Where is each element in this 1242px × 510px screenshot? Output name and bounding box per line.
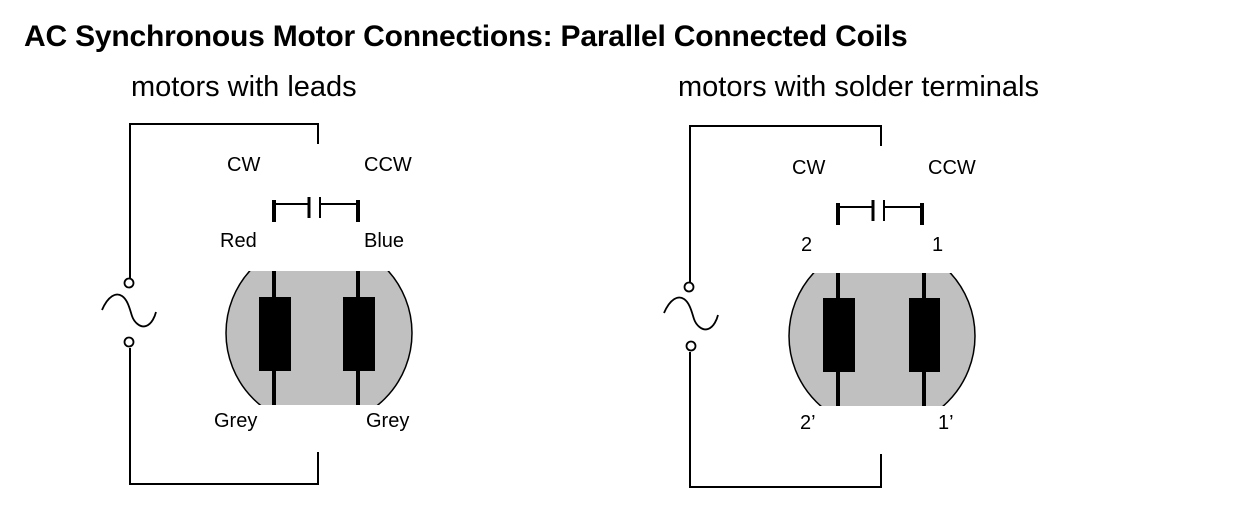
switch-label-ccw: CCW xyxy=(364,154,412,176)
terminal-label-1-prime: 1’ xyxy=(938,412,954,434)
terminal-label-red: Red xyxy=(220,230,257,252)
terminal-label-1: 1 xyxy=(932,234,943,256)
direction-switch[interactable] xyxy=(272,197,360,222)
diagram-solder-terminals: CW CCW 2 1 2’ 1’ xyxy=(663,125,976,488)
source-terminal-bottom xyxy=(123,336,135,348)
motor-body xyxy=(225,271,413,405)
terminal-label-2: 2 xyxy=(801,234,812,256)
motor-body xyxy=(788,273,976,406)
terminal-label-blue: Blue xyxy=(364,230,404,252)
supply-wire-top xyxy=(689,125,882,282)
switch-label-cw: CW xyxy=(227,154,260,176)
source-terminal-bottom xyxy=(685,340,697,352)
diagram-leads: CW CCW Red Blue Grey Grey xyxy=(101,123,413,485)
source-terminal-top xyxy=(683,281,695,293)
page-title: AC Synchronous Motor Connections: Parall… xyxy=(24,20,908,53)
supply-wire-bottom xyxy=(129,348,319,485)
terminal-label-grey-left: Grey xyxy=(214,410,257,432)
coil-right xyxy=(909,298,940,372)
sine-wave-icon xyxy=(101,293,157,328)
direction-switch[interactable] xyxy=(836,200,924,225)
switch-label-ccw: CCW xyxy=(928,157,976,179)
switch-label-cw: CW xyxy=(792,157,825,179)
supply-wire-bottom xyxy=(689,352,882,488)
diagram-subtitle-leads: motors with leads xyxy=(131,71,357,103)
terminal-label-2-prime: 2’ xyxy=(800,412,816,434)
sine-wave-icon xyxy=(663,296,719,331)
coil-left xyxy=(259,297,291,371)
source-terminal-top xyxy=(123,277,135,289)
terminal-label-grey-right: Grey xyxy=(366,410,409,432)
supply-wire-top xyxy=(129,123,319,278)
diagram-subtitle-solder-terminals: motors with solder terminals xyxy=(678,71,1039,103)
coil-right xyxy=(343,297,375,371)
coil-left xyxy=(823,298,855,372)
